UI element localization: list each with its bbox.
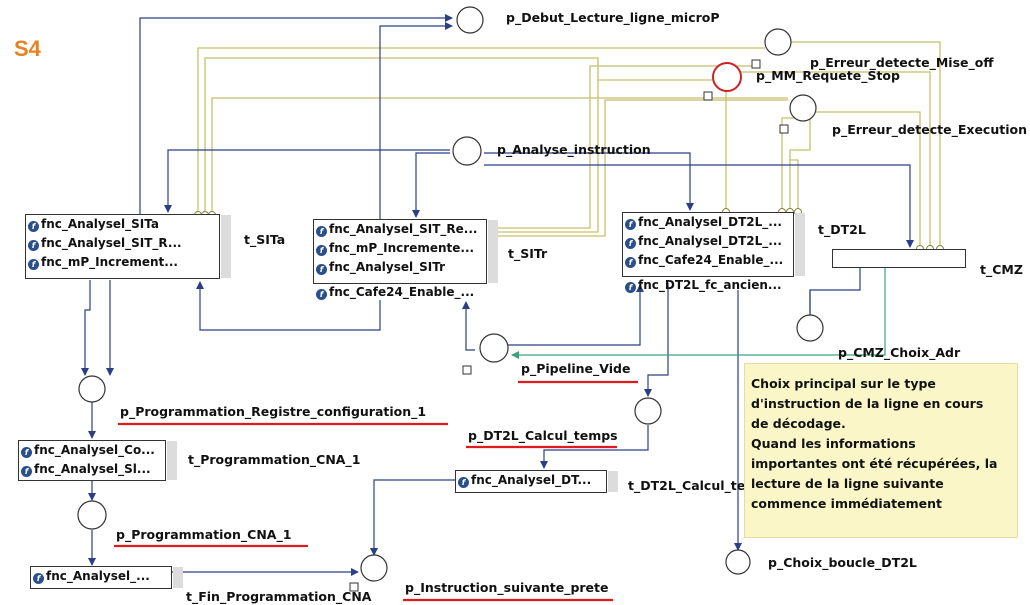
comment-note-text: Choix principal sur le type d'instructio…: [751, 376, 998, 511]
label-t-cmz: t_CMZ: [980, 262, 1023, 277]
place-debut-lecture[interactable]: [456, 6, 484, 34]
label-mm-requete-stop: p_MM_Requete_Stop: [756, 68, 900, 83]
place-erreur-execution[interactable]: [789, 94, 817, 122]
function-icon: f: [316, 264, 327, 275]
function-icon: f: [316, 289, 327, 300]
place-analyse-instruction[interactable]: [452, 136, 482, 166]
place-mm-requete-stop[interactable]: [712, 62, 742, 92]
sheet-label: S4: [14, 36, 41, 61]
comment-note[interactable]: Choix principal sur le type d'instructio…: [744, 363, 1018, 538]
place-dt2l-calcul[interactable]: [634, 397, 662, 425]
function-icon: f: [28, 240, 39, 251]
label-pipeline-vide: p_Pipeline_Vide: [521, 361, 631, 376]
function-icon: f: [28, 259, 39, 270]
function-icon: f: [625, 219, 636, 230]
place-instruction-suivante[interactable]: [360, 554, 388, 582]
label-t-fin-programmation: t_Fin_Programmation_CNA: [186, 589, 372, 604]
place-erreur-mise-off[interactable]: [764, 28, 792, 56]
label-debut-lecture: p_Debut_Lecture_ligne_microP: [506, 10, 720, 25]
function-icon: f: [458, 477, 469, 488]
arcs: [81, 14, 914, 576]
label-prog-cna: p_Programmation_CNA_1: [116, 527, 292, 542]
function-icon: f: [28, 221, 39, 232]
function-icon: f: [33, 573, 44, 584]
place-pipeline-vide[interactable]: [479, 333, 509, 363]
place-prog-cna[interactable]: [77, 500, 107, 530]
place-choix-boucle[interactable]: [725, 549, 751, 575]
label-t-dt2l-calcul: t_DT2L_Calcul_te: [628, 478, 746, 493]
label-cmz-choix: p_CMZ_Choix_Adr: [838, 345, 961, 360]
label-prog-registre: p_Programmation_Registre_configuration_1: [120, 404, 427, 419]
place-prog-registre[interactable]: [78, 375, 106, 403]
label-instruction-suivante: p_Instruction_suivante_prete: [405, 580, 609, 595]
label-t-programmation-cna: t_Programmation_CNA_1: [188, 452, 361, 467]
function-icon: f: [21, 466, 32, 477]
function-icon: f: [21, 447, 32, 458]
label-t-sitr: t_SITr: [508, 246, 548, 261]
label-dt2l-calcul: p_DT2L_Calcul_temps: [468, 428, 618, 443]
function-icon: f: [316, 226, 327, 237]
label-t-sita: t_SITa: [244, 232, 286, 247]
underlines: [114, 380, 638, 602]
label-erreur-mise-off: p_Erreur_detecte_Mise_off: [810, 55, 994, 70]
function-icon: f: [625, 282, 636, 293]
function-icon: f: [316, 245, 327, 256]
label-choix-boucle: p_Choix_boucle_DT2L: [768, 555, 917, 570]
label-erreur-execution: p_Erreur_detecte_Execution: [832, 122, 1027, 137]
function-icon: f: [625, 238, 636, 249]
label-analyse-instruction: p_Analyse_instruction: [497, 142, 651, 157]
inhibitor-arcs: [197, 41, 941, 249]
place-cmz-choix[interactable]: [796, 314, 824, 342]
places: [77, 6, 824, 582]
label-t-dt2l: t_DT2L: [818, 222, 866, 237]
function-icon: f: [625, 257, 636, 268]
transition-t-cmz[interactable]: [832, 249, 966, 268]
